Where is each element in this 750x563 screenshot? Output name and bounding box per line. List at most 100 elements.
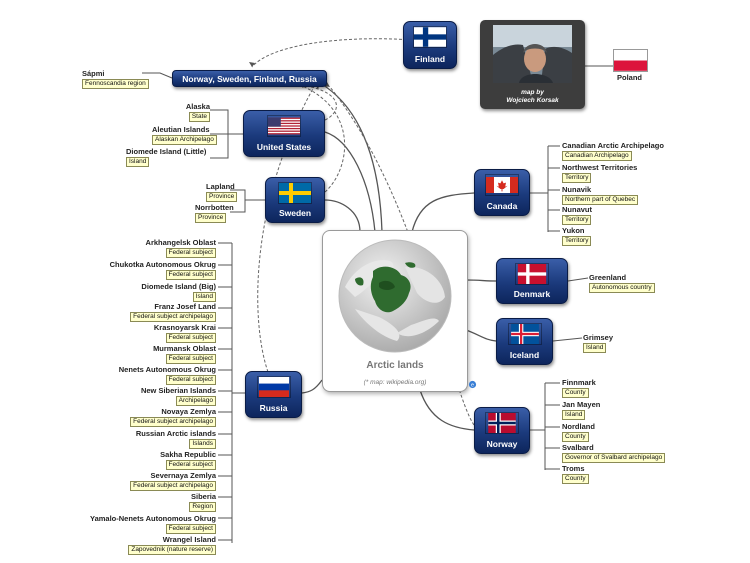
leaf-name: Nunavut xyxy=(562,205,592,214)
leaf-aleutian[interactable]: Aleutian Islands Alaskan Archipelago xyxy=(152,125,217,145)
leaf-name: Nordland xyxy=(562,422,595,431)
leaf-diomede-little[interactable]: Diomede Island (Little) Island xyxy=(126,147,206,167)
iceland-flag-icon xyxy=(510,324,539,344)
poland-label: Poland xyxy=(617,73,643,82)
norway-flag-icon xyxy=(488,413,516,433)
link-sweden-top xyxy=(299,84,346,193)
russia-flag-icon xyxy=(258,377,289,397)
leaf-tag: County xyxy=(562,388,589,398)
link-center-canada xyxy=(411,192,475,233)
link-center-russia xyxy=(301,379,323,394)
poland-flag-icon xyxy=(614,50,647,71)
canada-flag-icon xyxy=(486,177,518,193)
node-denmark[interactable]: Denmark xyxy=(496,258,568,304)
leaf-tag: Alaskan Archipelago xyxy=(152,135,217,145)
link-center-top xyxy=(319,82,383,233)
leaf-sapmi[interactable]: Sápmi Fennoscandia region xyxy=(82,69,149,89)
leaf-lapland[interactable]: Lapland Province xyxy=(206,182,238,202)
leaf-tag: Federal subject xyxy=(165,460,216,470)
leaf-name: Nenets Autonomous Okrug xyxy=(118,365,216,374)
leaf-tag: Archipelago xyxy=(175,396,216,406)
photo-caption-line2: Wojciech Korsak xyxy=(506,97,559,104)
leaf-tag: Territory xyxy=(562,236,592,246)
leaf-name: Diomede Island (Little) xyxy=(126,147,207,156)
photo-caption-line1: map by xyxy=(521,89,544,96)
node-iceland[interactable]: Iceland xyxy=(496,318,553,365)
center-title: Arctic lands xyxy=(366,360,424,371)
link-icon[interactable]: e xyxy=(468,380,477,389)
leaf-tag: Fennoscandia region xyxy=(82,79,149,89)
leaf-tag: Island xyxy=(562,410,586,420)
node-russia[interactable]: Russia xyxy=(245,371,302,418)
leaf-name: Novaya Zemlya xyxy=(161,407,216,416)
author-photo-card[interactable]: map by Wojciech Korsak xyxy=(480,20,585,109)
leaf-name: Diomede Island (Big) xyxy=(141,282,216,291)
leaf-alaska[interactable]: Alaska State xyxy=(170,102,210,122)
arctic-globe-map xyxy=(338,239,452,353)
finland-flag-icon xyxy=(414,27,446,47)
leaf-tag: County xyxy=(562,432,589,442)
leaf-tag: Province xyxy=(206,192,238,202)
leaf-name: Troms xyxy=(562,464,585,473)
leaf-name: Wrangel Island xyxy=(162,535,216,544)
node-label: Sweden xyxy=(278,208,312,218)
leaf-name: Arkhangelsk Oblast xyxy=(145,238,216,247)
leaf-tag: Autonomous country xyxy=(589,283,655,293)
node-label: Iceland xyxy=(509,350,540,360)
node-finland[interactable]: Finland xyxy=(403,21,457,69)
leaf-tag: Governor of Svalbard archipelago xyxy=(562,453,666,463)
leaf-item[interactable]: Diomede Island (Big)Island xyxy=(141,282,216,302)
node-united-states[interactable]: United States xyxy=(243,110,325,157)
leaf-tag: Island xyxy=(192,292,216,302)
leaf-norrbotten[interactable]: Norrbotten Province xyxy=(195,203,234,223)
node-sweden[interactable]: Sweden xyxy=(265,177,325,223)
leaf-name: New Siberian Islands xyxy=(140,386,216,395)
leaf-tag: Federal subject archipelago xyxy=(130,312,216,322)
leaf-name: Chukotka Autonomous Okrug xyxy=(109,260,216,269)
node-norway[interactable]: Norway xyxy=(474,407,530,454)
leaf-name: Svalbard xyxy=(562,443,594,452)
leaf-tag: Federal subject xyxy=(165,354,216,364)
node-nordic-russia[interactable]: Norway, Sweden, Finland, Russia xyxy=(172,70,327,87)
node-canada[interactable]: Canada xyxy=(474,169,530,216)
leaf-name: Canadian Arctic Archipelago xyxy=(562,141,664,150)
leaf-tag: Territory xyxy=(562,215,592,225)
leaf-name: Jan Mayen xyxy=(562,400,601,409)
leaf-name: Finnmark xyxy=(562,378,596,387)
link-finland-top xyxy=(251,38,413,68)
leaf-tag: Federal subject xyxy=(165,375,216,385)
svg-text:e: e xyxy=(471,383,474,389)
leaf-tag: County xyxy=(562,474,589,484)
leaf-name: Greenland xyxy=(589,273,627,282)
center-node-arctic-lands[interactable]: Arctic lands (* map: wikipedia.org) xyxy=(322,230,468,392)
leaf-name: Grimsey xyxy=(583,333,614,342)
link-center-denmark xyxy=(465,279,497,282)
leaf-name: Northwest Territories xyxy=(562,163,638,172)
